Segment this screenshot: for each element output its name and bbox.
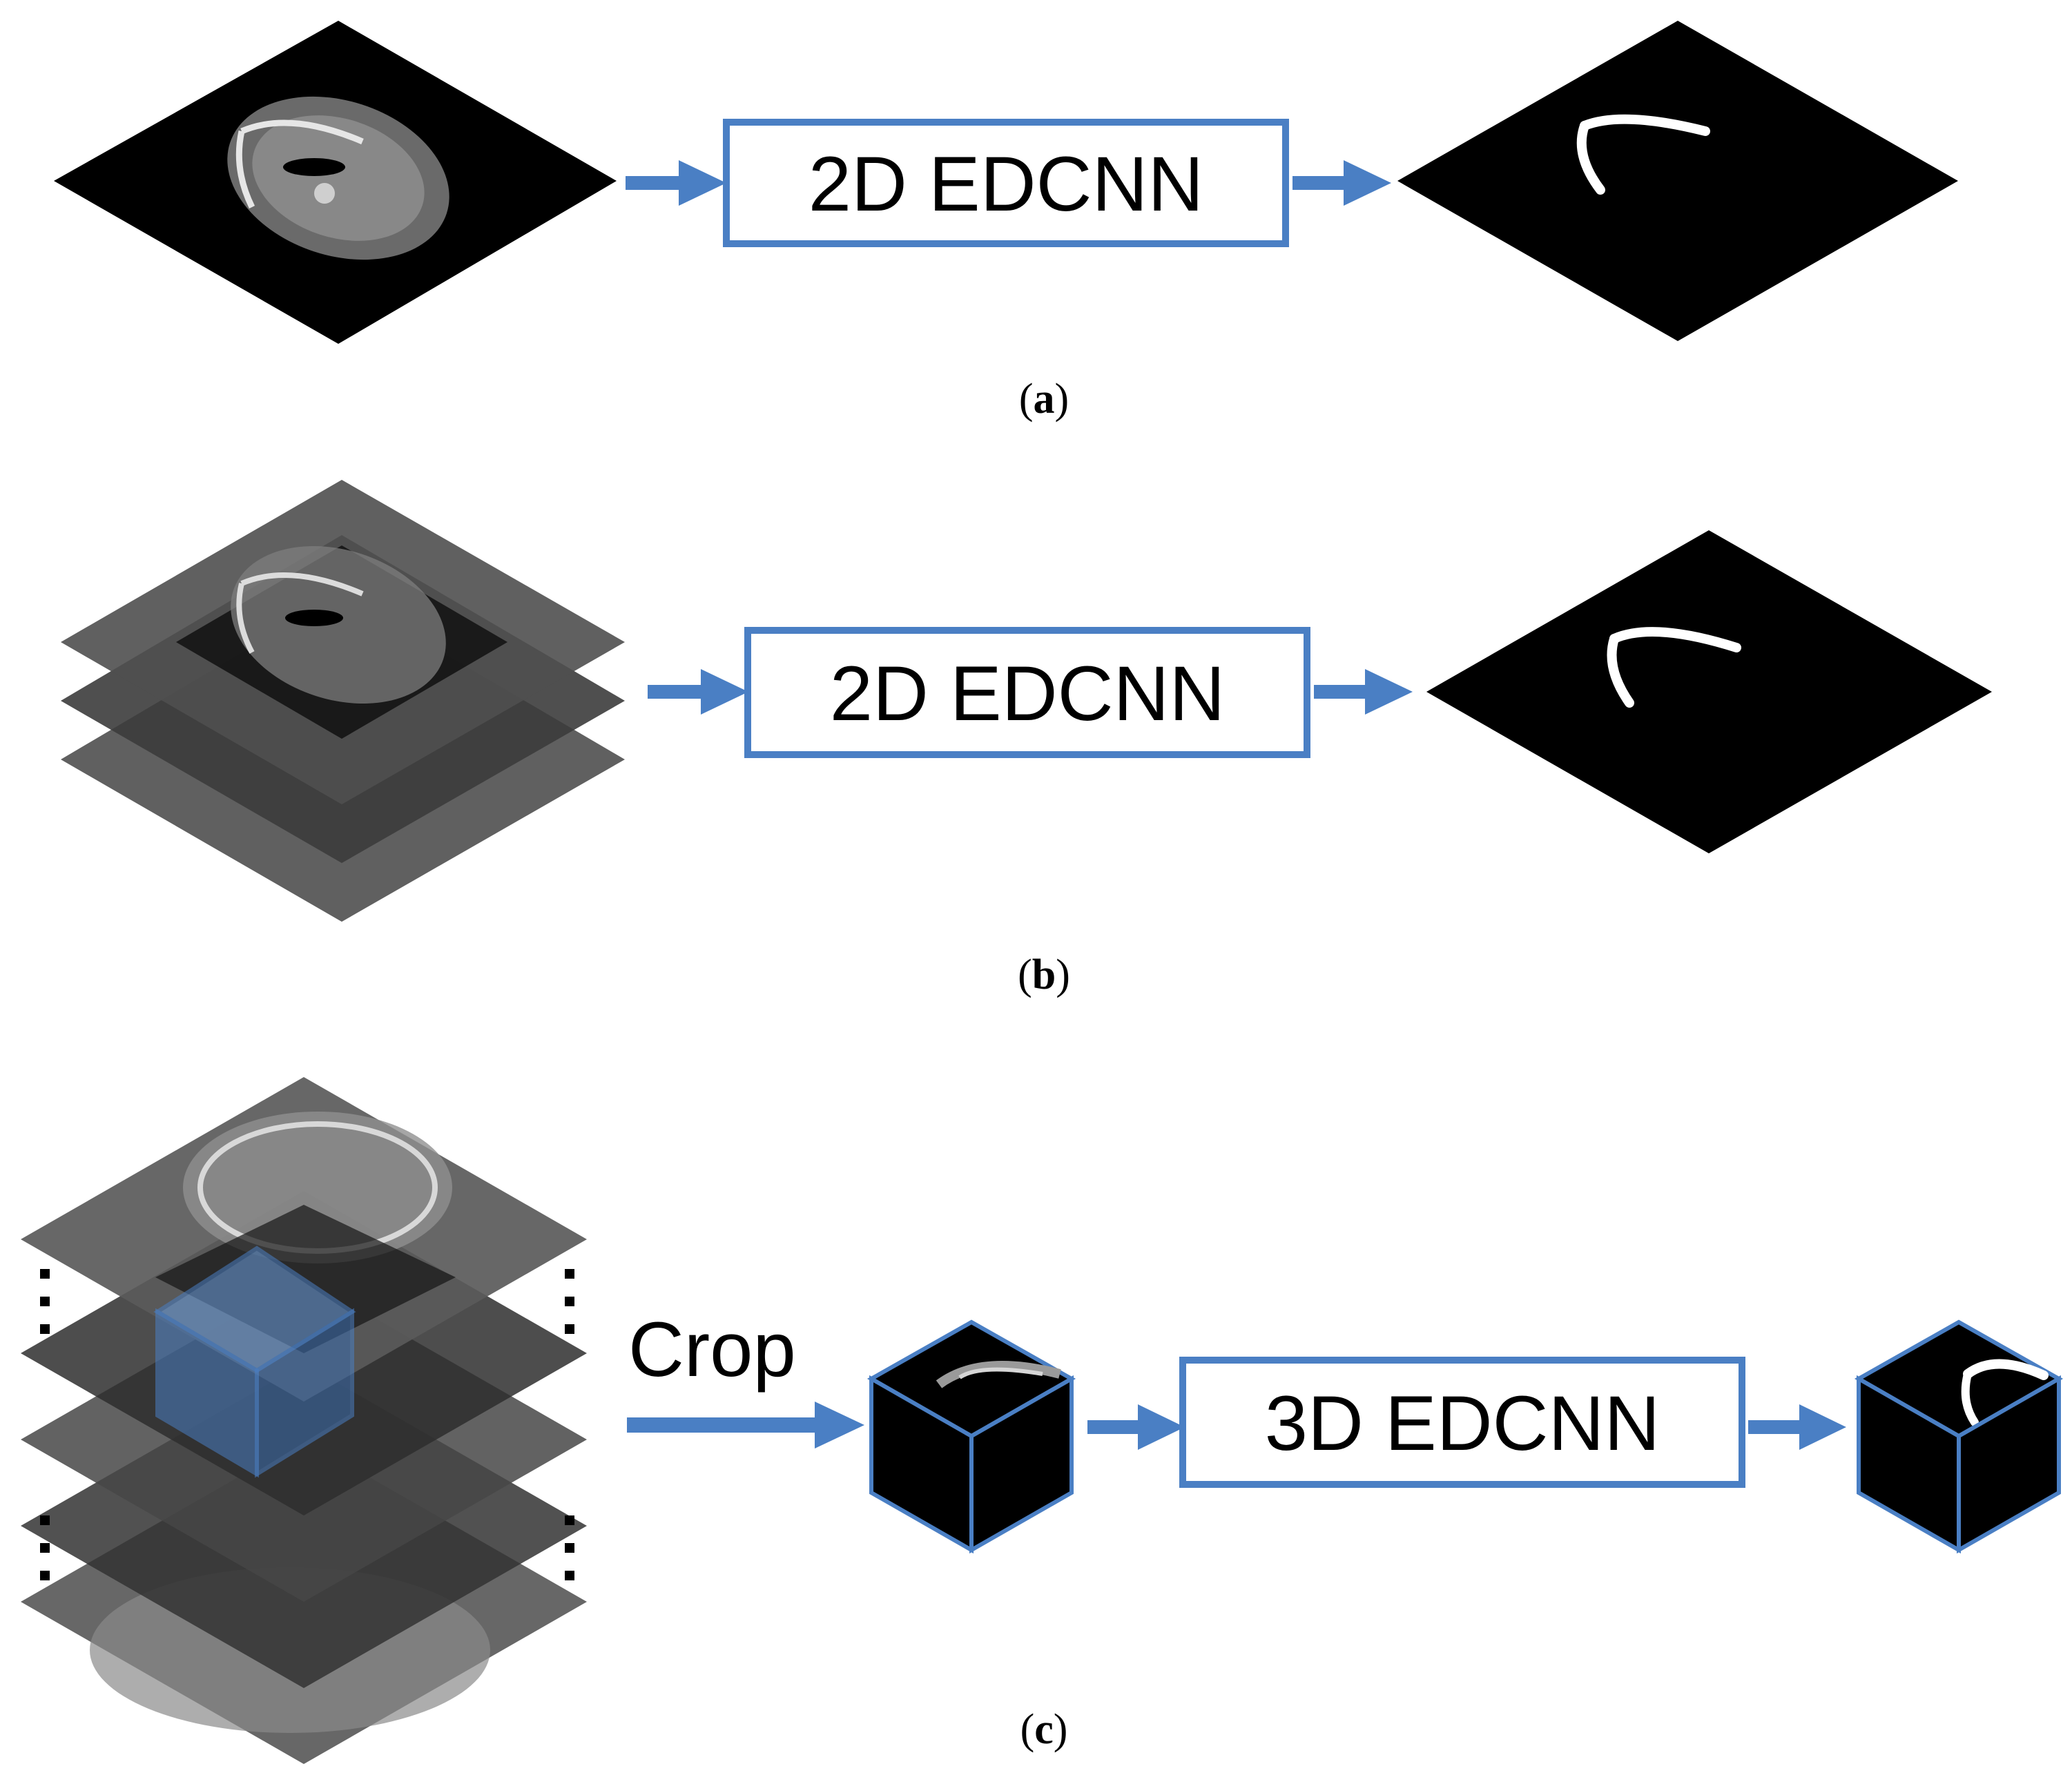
panel-c-ellipsis-right-bottom — [565, 1515, 574, 1580]
panel-c-crop-label: Crop — [628, 1306, 796, 1393]
panel-b-arrow-to-output — [1314, 669, 1413, 715]
panel-a-input-slice — [54, 21, 617, 344]
panel-c-ellipsis-left-bottom — [40, 1515, 50, 1580]
panel-c-arrow-to-network — [1087, 1404, 1185, 1450]
panel-c-crop-arrow — [627, 1402, 864, 1449]
panel-b-network-label: 2D EDCNN — [830, 650, 1226, 737]
panel-a-network-label: 2D EDCNN — [809, 141, 1204, 227]
panel-c-caption: (c) — [1020, 1706, 1068, 1753]
panel-a-arrow-to-output — [1292, 160, 1391, 206]
panel-b-output-mask — [1426, 530, 1992, 853]
panel-c-output-cube — [1854, 1319, 2064, 1554]
panel-a-network-box: 2D EDCNN — [723, 119, 1289, 247]
panel-c-network-box: 3D EDCNN — [1179, 1357, 1745, 1488]
panel-b-arrow-to-network — [648, 669, 748, 715]
panel-a: 2D EDCNN (a) — [54, 21, 1958, 423]
panel-c-crop-cube — [153, 1246, 356, 1478]
panel-c-cropped-cube — [866, 1319, 1076, 1554]
panel-c-arrow-to-output — [1748, 1404, 1846, 1450]
panel-a-output-mask — [1397, 21, 1958, 341]
panel-c-ellipsis-right-top — [565, 1269, 574, 1334]
panel-b-caption: (b) — [1018, 951, 1070, 998]
panel-c-ellipsis-left-top — [40, 1269, 50, 1334]
panel-b-input-stack — [61, 480, 625, 922]
panel-c: Crop 3D EDCNN — [21, 1077, 2064, 1764]
panel-a-caption: (a) — [1019, 376, 1069, 423]
panel-a-arrow-to-network — [626, 160, 726, 206]
panel-b-network-box: 2D EDCNN — [744, 627, 1310, 758]
panel-b: 2D EDCNN (b) — [61, 480, 1992, 998]
panel-c-network-label: 3D EDCNN — [1265, 1380, 1660, 1466]
